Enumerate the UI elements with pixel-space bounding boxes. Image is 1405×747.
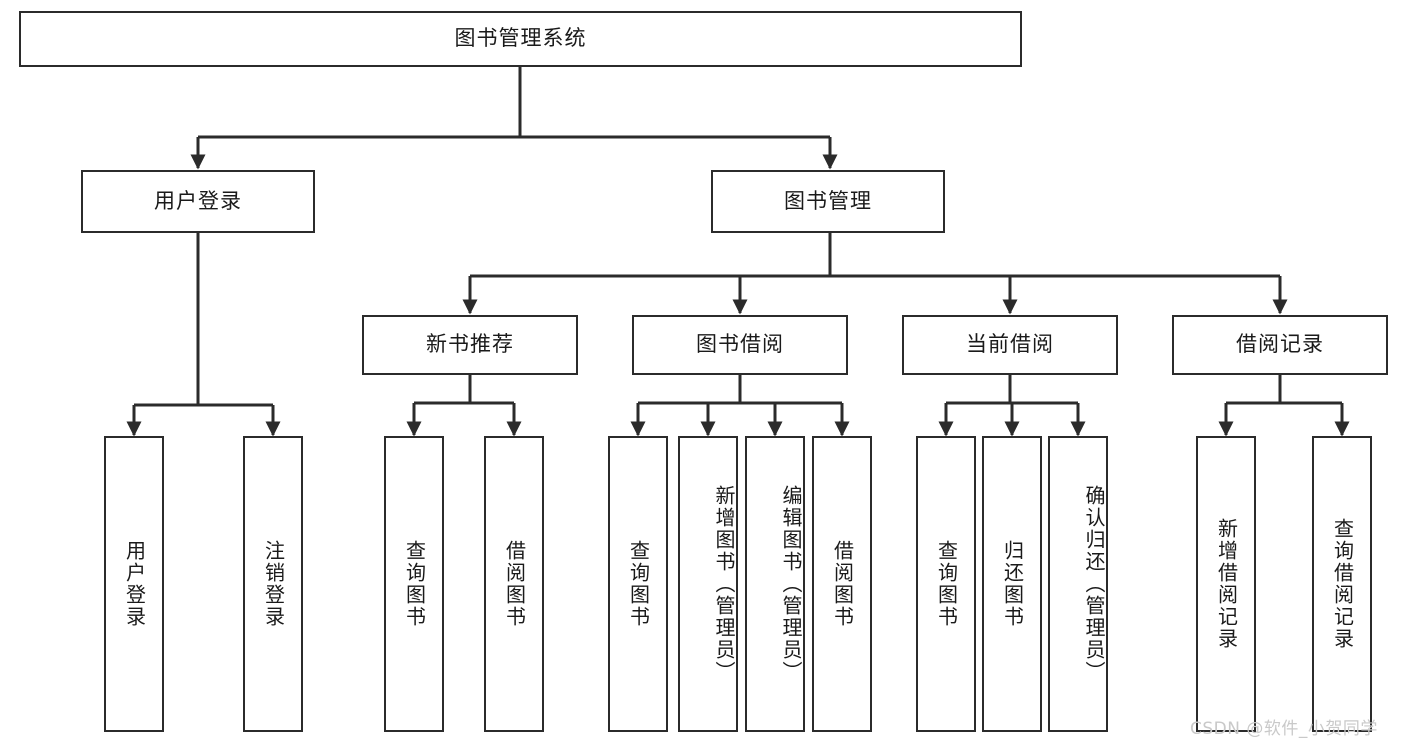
node-leaf-query-book-1[interactable]: 查询图书 bbox=[384, 436, 444, 732]
node-leaf-query-record-label: 查询借阅记录 bbox=[1330, 518, 1355, 650]
node-leaf-edit-book-label: 编辑图书（管理员） bbox=[779, 485, 803, 683]
node-leaf-borrow-book-2[interactable]: 借阅图书 bbox=[812, 436, 872, 732]
node-root-label: 图书管理系统 bbox=[454, 26, 587, 51]
node-leaf-add-book-label: 新增图书（管理员） bbox=[712, 485, 736, 683]
node-leaf-add-record[interactable]: 新增借阅记录 bbox=[1196, 436, 1256, 732]
node-leaf-logout[interactable]: 注销登录 bbox=[243, 436, 303, 732]
node-root[interactable]: 图书管理系统 bbox=[19, 11, 1022, 67]
node-new-book-rec[interactable]: 新书推荐 bbox=[362, 315, 578, 375]
node-leaf-query-book-2-label: 查询图书 bbox=[626, 540, 651, 628]
node-leaf-query-book-3[interactable]: 查询图书 bbox=[916, 436, 976, 732]
node-user-login[interactable]: 用户登录 bbox=[81, 170, 315, 233]
node-leaf-query-book-1-label: 查询图书 bbox=[402, 540, 427, 628]
node-user-login-label: 用户登录 bbox=[154, 188, 242, 213]
node-leaf-borrow-book-1-label: 借阅图书 bbox=[502, 540, 527, 628]
node-leaf-return-book[interactable]: 归还图书 bbox=[982, 436, 1042, 732]
node-current-borrow-label: 当前借阅 bbox=[966, 332, 1054, 357]
node-leaf-query-record[interactable]: 查询借阅记录 bbox=[1312, 436, 1372, 732]
node-leaf-add-book[interactable]: 新增图书（管理员） bbox=[678, 436, 738, 732]
node-book-manage[interactable]: 图书管理 bbox=[711, 170, 945, 233]
node-leaf-confirm-return-label: 确认归还（管理员） bbox=[1082, 485, 1106, 683]
node-book-borrow[interactable]: 图书借阅 bbox=[632, 315, 848, 375]
node-leaf-add-record-label: 新增借阅记录 bbox=[1214, 518, 1239, 650]
node-leaf-user-login-label: 用户登录 bbox=[122, 540, 147, 628]
node-leaf-query-book-2[interactable]: 查询图书 bbox=[608, 436, 668, 732]
node-leaf-user-login[interactable]: 用户登录 bbox=[104, 436, 164, 732]
node-leaf-logout-label: 注销登录 bbox=[261, 540, 286, 628]
node-leaf-edit-book[interactable]: 编辑图书（管理员） bbox=[745, 436, 805, 732]
node-leaf-confirm-return[interactable]: 确认归还（管理员） bbox=[1048, 436, 1108, 732]
node-leaf-return-book-label: 归还图书 bbox=[1000, 540, 1025, 628]
node-leaf-borrow-book-2-label: 借阅图书 bbox=[830, 540, 855, 628]
node-book-borrow-label: 图书借阅 bbox=[696, 332, 784, 357]
node-borrow-record-label: 借阅记录 bbox=[1236, 332, 1324, 357]
node-leaf-borrow-book-1[interactable]: 借阅图书 bbox=[484, 436, 544, 732]
node-borrow-record[interactable]: 借阅记录 bbox=[1172, 315, 1388, 375]
node-leaf-query-book-3-label: 查询图书 bbox=[934, 540, 959, 628]
node-new-book-rec-label: 新书推荐 bbox=[426, 332, 514, 357]
node-book-manage-label: 图书管理 bbox=[784, 188, 872, 213]
node-current-borrow[interactable]: 当前借阅 bbox=[902, 315, 1118, 375]
